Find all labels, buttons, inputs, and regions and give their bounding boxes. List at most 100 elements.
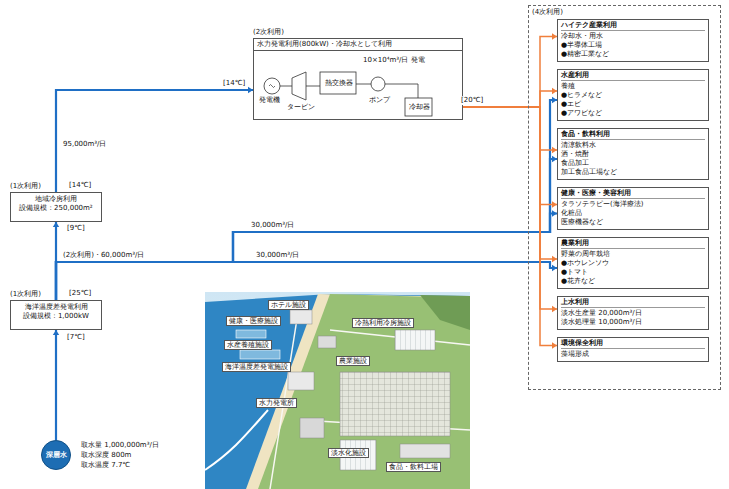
generator-mark <box>269 85 275 88</box>
flow-label: 取水温度 7.7℃ <box>80 461 131 470</box>
flow-line <box>55 330 57 440</box>
node-text: 健康・医療・美容利用 <box>561 189 705 199</box>
road <box>270 300 470 489</box>
field <box>340 372 450 436</box>
pump-symbol <box>371 77 385 91</box>
node-text: 冷却水・用水 <box>561 32 705 41</box>
pipe <box>385 84 418 98</box>
flow-line <box>463 107 557 259</box>
flow-label: [7℃] <box>66 333 86 342</box>
flow-label: [20℃] <box>460 96 484 105</box>
part-label: 10×10⁴m³/日 発電 <box>362 56 426 65</box>
map-label: 健康・医療施設 <box>226 316 281 326</box>
map-label: ホテル施設 <box>268 300 309 310</box>
map-label: 水産養殖施設 <box>224 340 272 350</box>
node-text: 上水利用 <box>561 298 705 308</box>
edge-label: 30,000m³/日 <box>255 251 300 260</box>
intake-pipe <box>205 410 268 470</box>
node-text: 酒・焼酎 <box>561 150 705 159</box>
connector <box>463 107 557 208</box>
part-label: タービン <box>286 103 316 112</box>
flow-line <box>56 262 557 300</box>
use-region: (4次利用)ハイテク産業利用冷却水・用水●半導体工場●精密工業など水産利用養殖●… <box>528 5 721 390</box>
node-text: 深層水 <box>46 451 67 460</box>
flow-line <box>56 159 557 300</box>
node-text: ホテル施設 <box>271 301 306 309</box>
node-text: ●半導体工場 <box>561 41 705 50</box>
shaft <box>280 86 292 87</box>
part-label: 発電機 <box>258 96 281 105</box>
node-text: ●ホウレンソウ <box>561 259 705 268</box>
flow-label: (2次利用)・60,000m³/日 <box>62 251 145 260</box>
flow-label: [14℃] <box>68 181 92 190</box>
map-label: 食品・飲料工場 <box>386 462 441 472</box>
node-text: 淡水生産量 20,000m³/日 <box>561 309 705 318</box>
node-text: 農業施設 <box>339 357 367 365</box>
flow-label: 取水量 1,000,000m³/日 <box>80 441 160 450</box>
node-text: 化粧品 <box>561 209 705 218</box>
use-box: 食品・飲料利用清涼飲料水酒・焼酎食品加工加工食品工場など <box>557 128 709 180</box>
connector <box>53 330 59 440</box>
pipe <box>306 86 320 87</box>
node-text: (1次利用) <box>10 182 41 191</box>
connector <box>56 156 557 300</box>
connector <box>463 107 557 349</box>
arrow-head <box>53 222 59 227</box>
flow-label: [9℃] <box>66 224 86 233</box>
node-text: 食品・飲料利用 <box>561 130 705 140</box>
generator-symbol <box>264 78 280 94</box>
edge-label: 95,000m³/日 <box>62 140 107 149</box>
building <box>300 418 324 438</box>
building <box>288 372 314 390</box>
greenhouse <box>395 330 435 350</box>
node-text: 水産利用 <box>561 71 705 81</box>
flow-line <box>463 107 557 205</box>
sky <box>205 292 470 489</box>
node-text: ●ヒラメなど <box>561 91 705 100</box>
node-text: (2次利用) <box>253 28 284 37</box>
connector <box>463 107 557 312</box>
pipe <box>356 84 371 85</box>
factory <box>400 444 450 458</box>
node-text: 環境保全利用 <box>561 339 705 349</box>
flow-label: [25℃] <box>68 289 92 298</box>
node-text: 水力発電所 <box>259 399 294 407</box>
edge-label: 30,000m³/日 <box>250 221 295 230</box>
connector <box>463 107 557 153</box>
flow-line <box>463 107 557 309</box>
use-box: 健康・医療・美容利用タラソテラピー(海洋療法)化粧品医療機器など <box>557 187 709 230</box>
node-text: 藻場形成 <box>561 350 705 359</box>
node-text: 清涼飲料水 <box>561 141 705 150</box>
connector <box>56 87 253 192</box>
map-label: 海洋温度差発電施設 <box>222 362 291 372</box>
node-text: 水産養殖施設 <box>227 341 269 349</box>
pond <box>236 330 266 338</box>
heat-exchanger-symbol <box>320 72 356 94</box>
node-text: 食品加工 <box>561 159 705 168</box>
sea <box>205 294 470 489</box>
flow-line <box>56 90 253 192</box>
flow-line <box>463 107 557 346</box>
node-text: (4次利用) <box>532 8 563 17</box>
node-text: 加工食品工場など <box>561 168 705 177</box>
flow-line <box>56 100 557 300</box>
node-text: 海洋温度差発電施設 <box>225 363 288 371</box>
node-text: 医療機器など <box>561 218 705 227</box>
node-text: タラソテラピー(海洋療法) <box>561 200 705 209</box>
map-label: 冷熱利用冷房施設 <box>352 318 414 328</box>
use-box: 水産利用養殖●ヒラメなど●エビ●アワビなど <box>557 69 709 121</box>
node-text: 食品・飲料工場 <box>389 463 438 471</box>
land <box>258 294 470 489</box>
node-text: ●精密工業など <box>561 50 705 59</box>
use-box: 農業利用野菜の周年栽培●ホウレンソウ●トマト●花卉など <box>557 237 709 289</box>
node-text: 健康・医療施設 <box>229 317 278 325</box>
node-text: ●花卉など <box>561 277 705 286</box>
node-text: 野菜の周年栽培 <box>561 250 705 259</box>
building <box>318 336 336 348</box>
turbine-symbol <box>292 72 306 100</box>
map-label: 農業施設 <box>336 356 370 366</box>
use-box: 環境保全利用藻場形成 <box>557 337 709 362</box>
connector <box>56 210 557 300</box>
use-box: 上水利用淡水生産量 20,000m³/日淡水処理量 10,000m³/日 <box>557 296 709 330</box>
